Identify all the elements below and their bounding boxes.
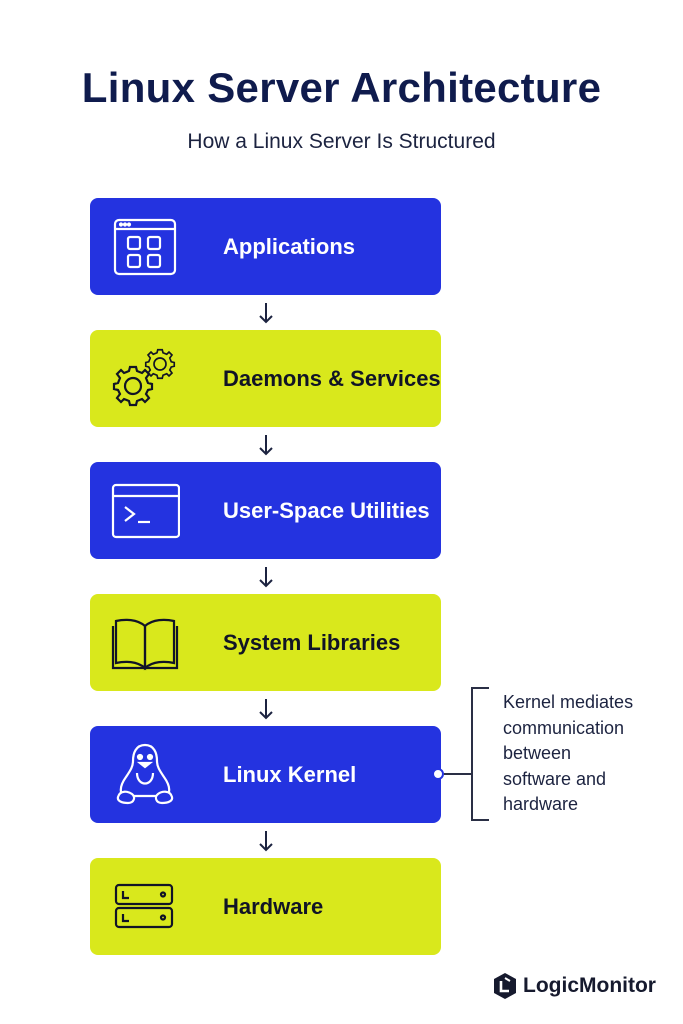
annotation-line: between	[503, 743, 572, 763]
layer-system-libraries: System Libraries	[90, 594, 441, 691]
server-icon	[114, 883, 174, 928]
layer-linux-kernel: Linux Kernel	[90, 726, 441, 823]
layer-label: User-Space Utilities	[223, 497, 430, 523]
annotation-line: hardware	[503, 794, 579, 814]
annotation-connector-line	[444, 773, 472, 775]
penguin-icon	[116, 743, 174, 804]
down-arrow-icon	[90, 559, 441, 594]
layer-label: Linux Kernel	[223, 761, 357, 787]
layer-applications: Applications	[90, 198, 441, 295]
annotation-bracket	[471, 687, 489, 821]
app-grid-icon	[113, 218, 177, 275]
annotation-line: communication	[503, 717, 625, 738]
brand-name: LogicMonitor	[523, 974, 656, 997]
page-subtitle: How a Linux Server Is Structured	[187, 130, 496, 153]
down-arrow-icon	[90, 691, 441, 726]
layer-label: Daemons & Services	[223, 365, 441, 391]
terminal-icon	[111, 483, 180, 538]
layer-label: System Libraries	[223, 629, 401, 655]
brand-logo: LogicMonitor	[493, 972, 656, 1000]
gears-icon	[112, 348, 176, 406]
layer-daemons-services: Daemons & Services	[90, 330, 441, 427]
down-arrow-icon	[90, 295, 441, 330]
down-arrow-icon	[90, 427, 441, 462]
annotation-line: Kernel mediates	[503, 692, 634, 712]
annotation-line: software and	[503, 768, 607, 789]
layer-user-space-utilities: User-Space Utilities	[90, 462, 441, 559]
annotation-connector-dot	[432, 768, 444, 780]
kernel-annotation: Kernel mediates communication between so…	[503, 690, 673, 818]
layer-hardware: Hardware	[90, 858, 441, 955]
down-arrow-icon	[90, 823, 441, 858]
book-icon	[111, 618, 179, 670]
layer-stack: Applications Daemons & Services User-Spa…	[90, 198, 441, 955]
page-title: Linux Server Architecture	[81, 64, 602, 111]
logicmonitor-logo-icon	[494, 973, 516, 999]
layer-label: Applications	[223, 233, 356, 259]
layer-label: Hardware	[223, 893, 324, 919]
